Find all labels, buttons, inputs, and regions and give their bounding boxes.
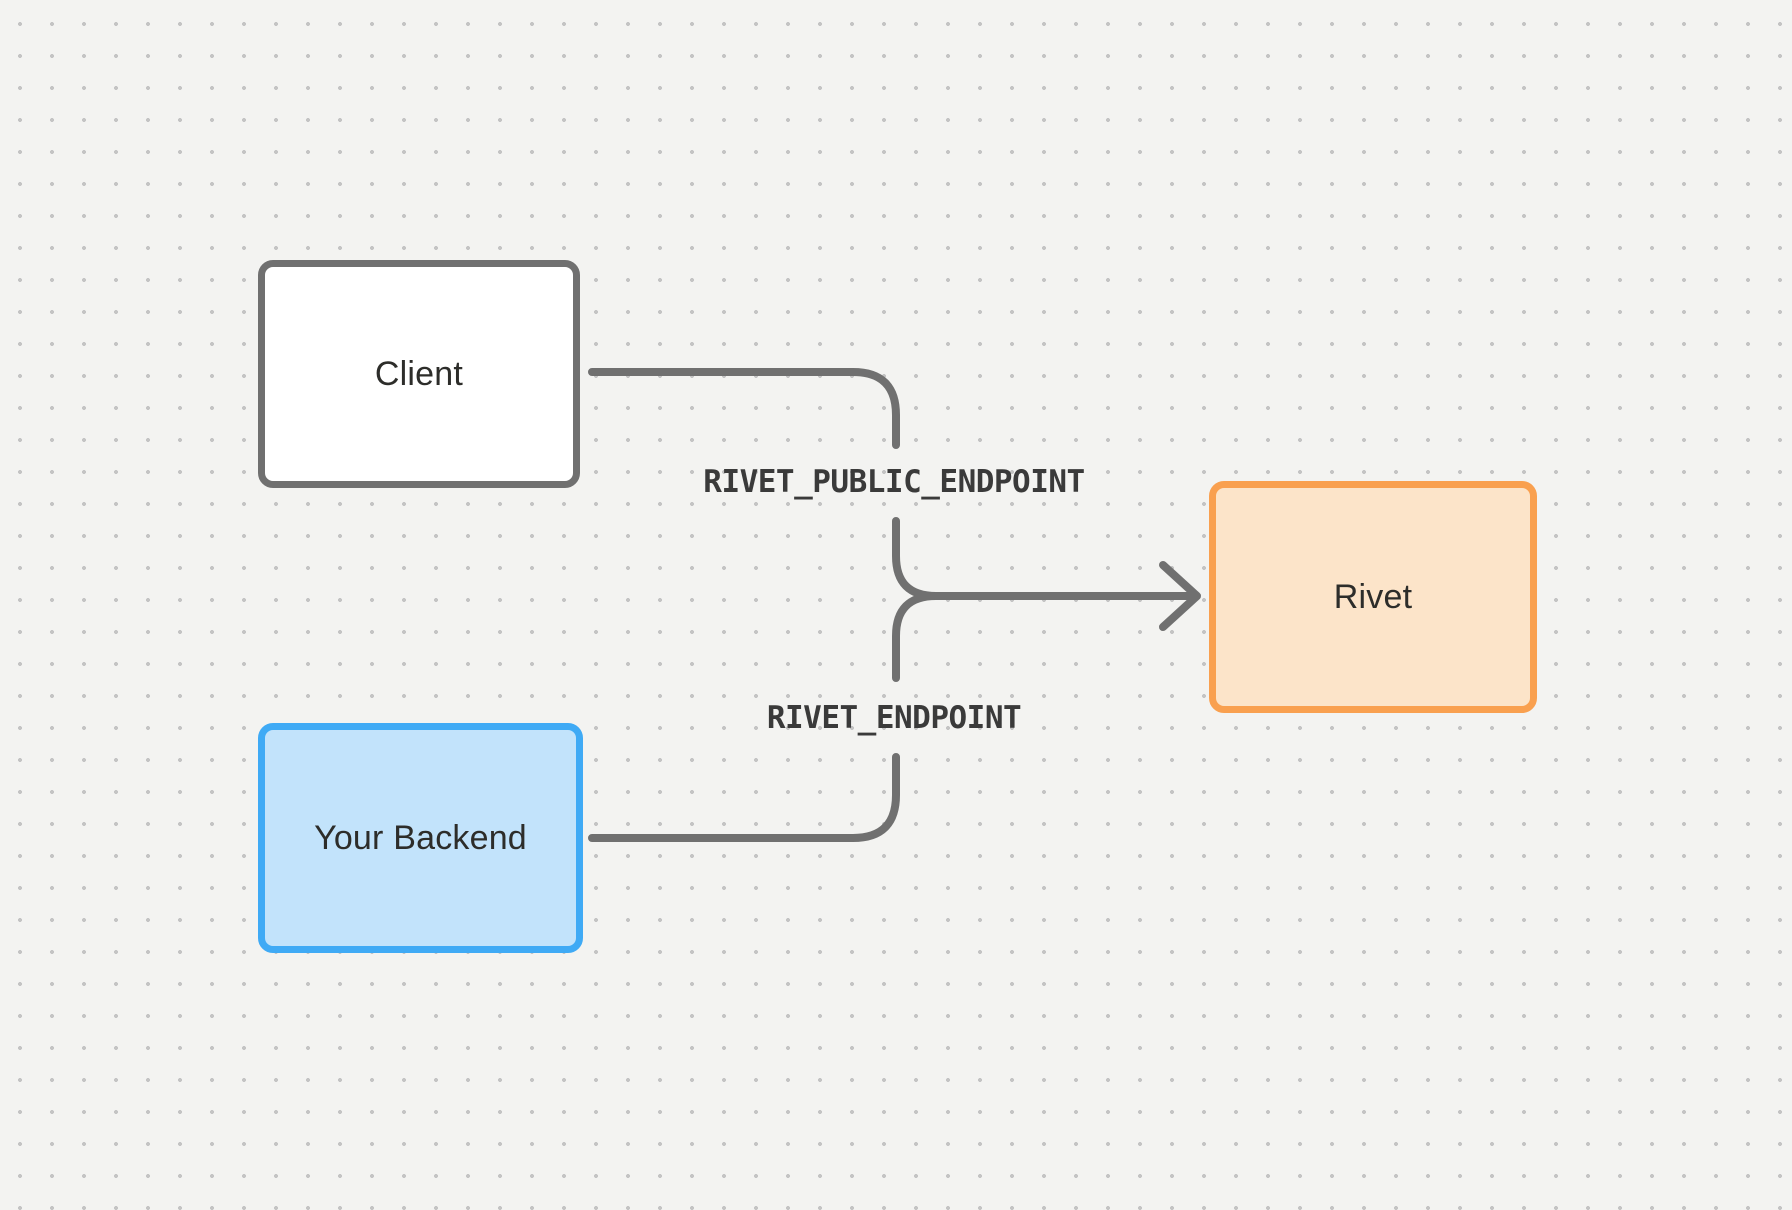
edge-label-rivet-endpoint: RIVET_ENDPOINT xyxy=(766,700,1022,736)
edge-backend-upper-segment xyxy=(892,592,940,682)
edge-label-rivet-public-endpoint: RIVET_PUBLIC_ENDPOINT xyxy=(703,464,1085,500)
node-your-backend: Your Backend xyxy=(258,723,583,953)
node-rivet: Rivet xyxy=(1209,481,1537,713)
node-rivet-label: Rivet xyxy=(1333,577,1413,616)
node-client-label: Client xyxy=(374,354,464,393)
arrowhead-icon xyxy=(1159,561,1201,631)
edge-client-upper-segment xyxy=(588,368,900,449)
edge-backend-lower-segment xyxy=(588,753,900,842)
node-client: Client xyxy=(258,260,580,488)
edge-client-lower-segment xyxy=(892,517,940,600)
node-your-backend-label: Your Backend xyxy=(314,818,527,857)
